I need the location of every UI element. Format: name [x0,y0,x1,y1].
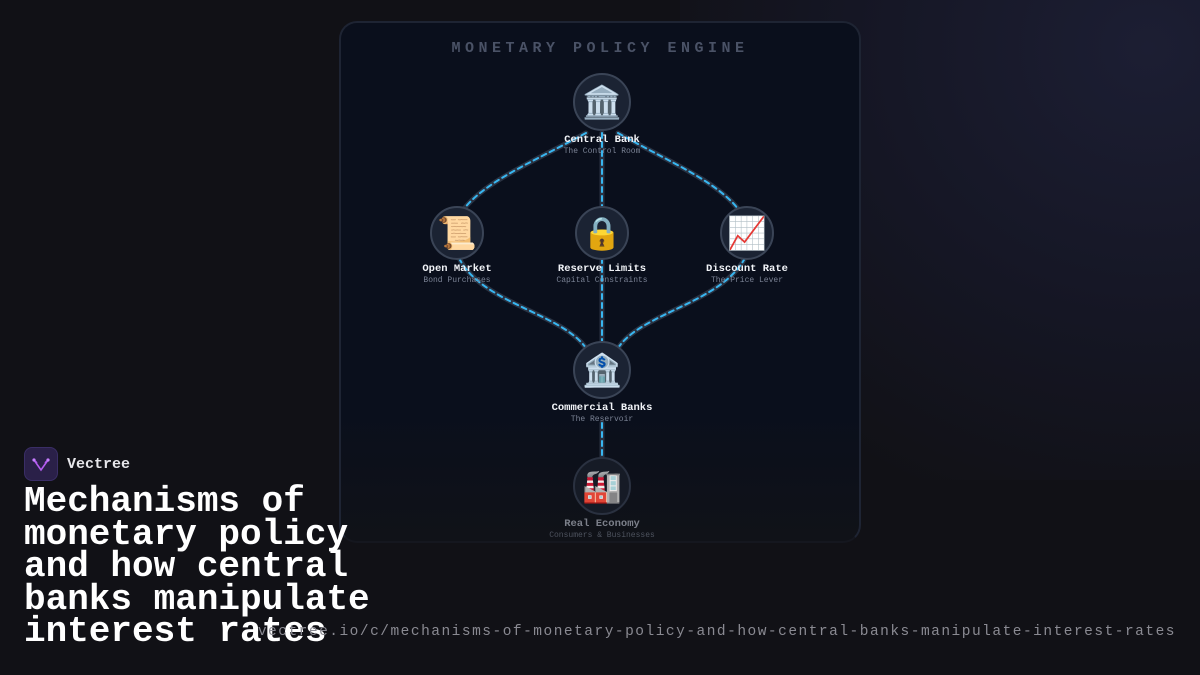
node-label: Commercial Banks [551,402,653,414]
node-label: Reserve Limits [557,263,647,275]
node-subtitle: Consumers & Businesses [549,531,655,540]
chart-increasing-icon: 📈 [720,206,774,260]
link-discount-commercial [617,257,746,349]
node-discount-rate[interactable]: 📈 Discount Rate The Price Lever [667,206,827,285]
node-commercial-banks[interactable]: 🏦 Commercial Banks The Reservoir [522,341,682,424]
page-url[interactable]: vectree.io/c/mechanisms-of-monetary-poli… [257,624,1176,640]
node-central-bank[interactable]: 🏛️ Central Bank The Control Room [522,73,682,156]
node-real-economy[interactable]: 🏭 Real Economy Consumers & Businesses [522,457,682,540]
node-subtitle: The Control Room [563,147,641,156]
node-subtitle: The Price Lever [710,276,783,285]
link-open-market-commercial [458,257,587,349]
bank-icon: 🏦 [573,341,631,399]
link-central-open-market [460,132,587,214]
node-label: Real Economy [564,518,640,530]
node-subtitle: Bond Purchases [423,276,491,285]
brand-name: Vectree [67,455,131,473]
node-subtitle: Capital Constraints [556,276,648,285]
scroll-icon: 📜 [430,206,484,260]
bank-building-icon: 🏛️ [573,73,631,131]
node-reserve-limits[interactable]: 🔒 Reserve Limits Capital Constraints [522,206,682,285]
headline: Mechanisms of monetary policy and how ce… [24,481,370,652]
diagram-panel: MONETARY POLICY ENGINE [339,21,861,543]
link-central-discount [617,132,742,214]
node-label: Open Market [422,263,492,275]
node-label: Central Bank [564,134,640,146]
vectree-logo-icon [24,447,58,481]
node-subtitle: The Reservoir [570,415,634,424]
panel-title: MONETARY POLICY ENGINE [451,40,749,57]
lock-icon: 🔒 [575,206,629,260]
node-label: Discount Rate [706,263,788,275]
node-open-market[interactable]: 📜 Open Market Bond Purchases [377,206,537,285]
connection-links [456,130,748,460]
factory-icon: 🏭 [573,457,631,515]
brand: Vectree [24,447,130,481]
